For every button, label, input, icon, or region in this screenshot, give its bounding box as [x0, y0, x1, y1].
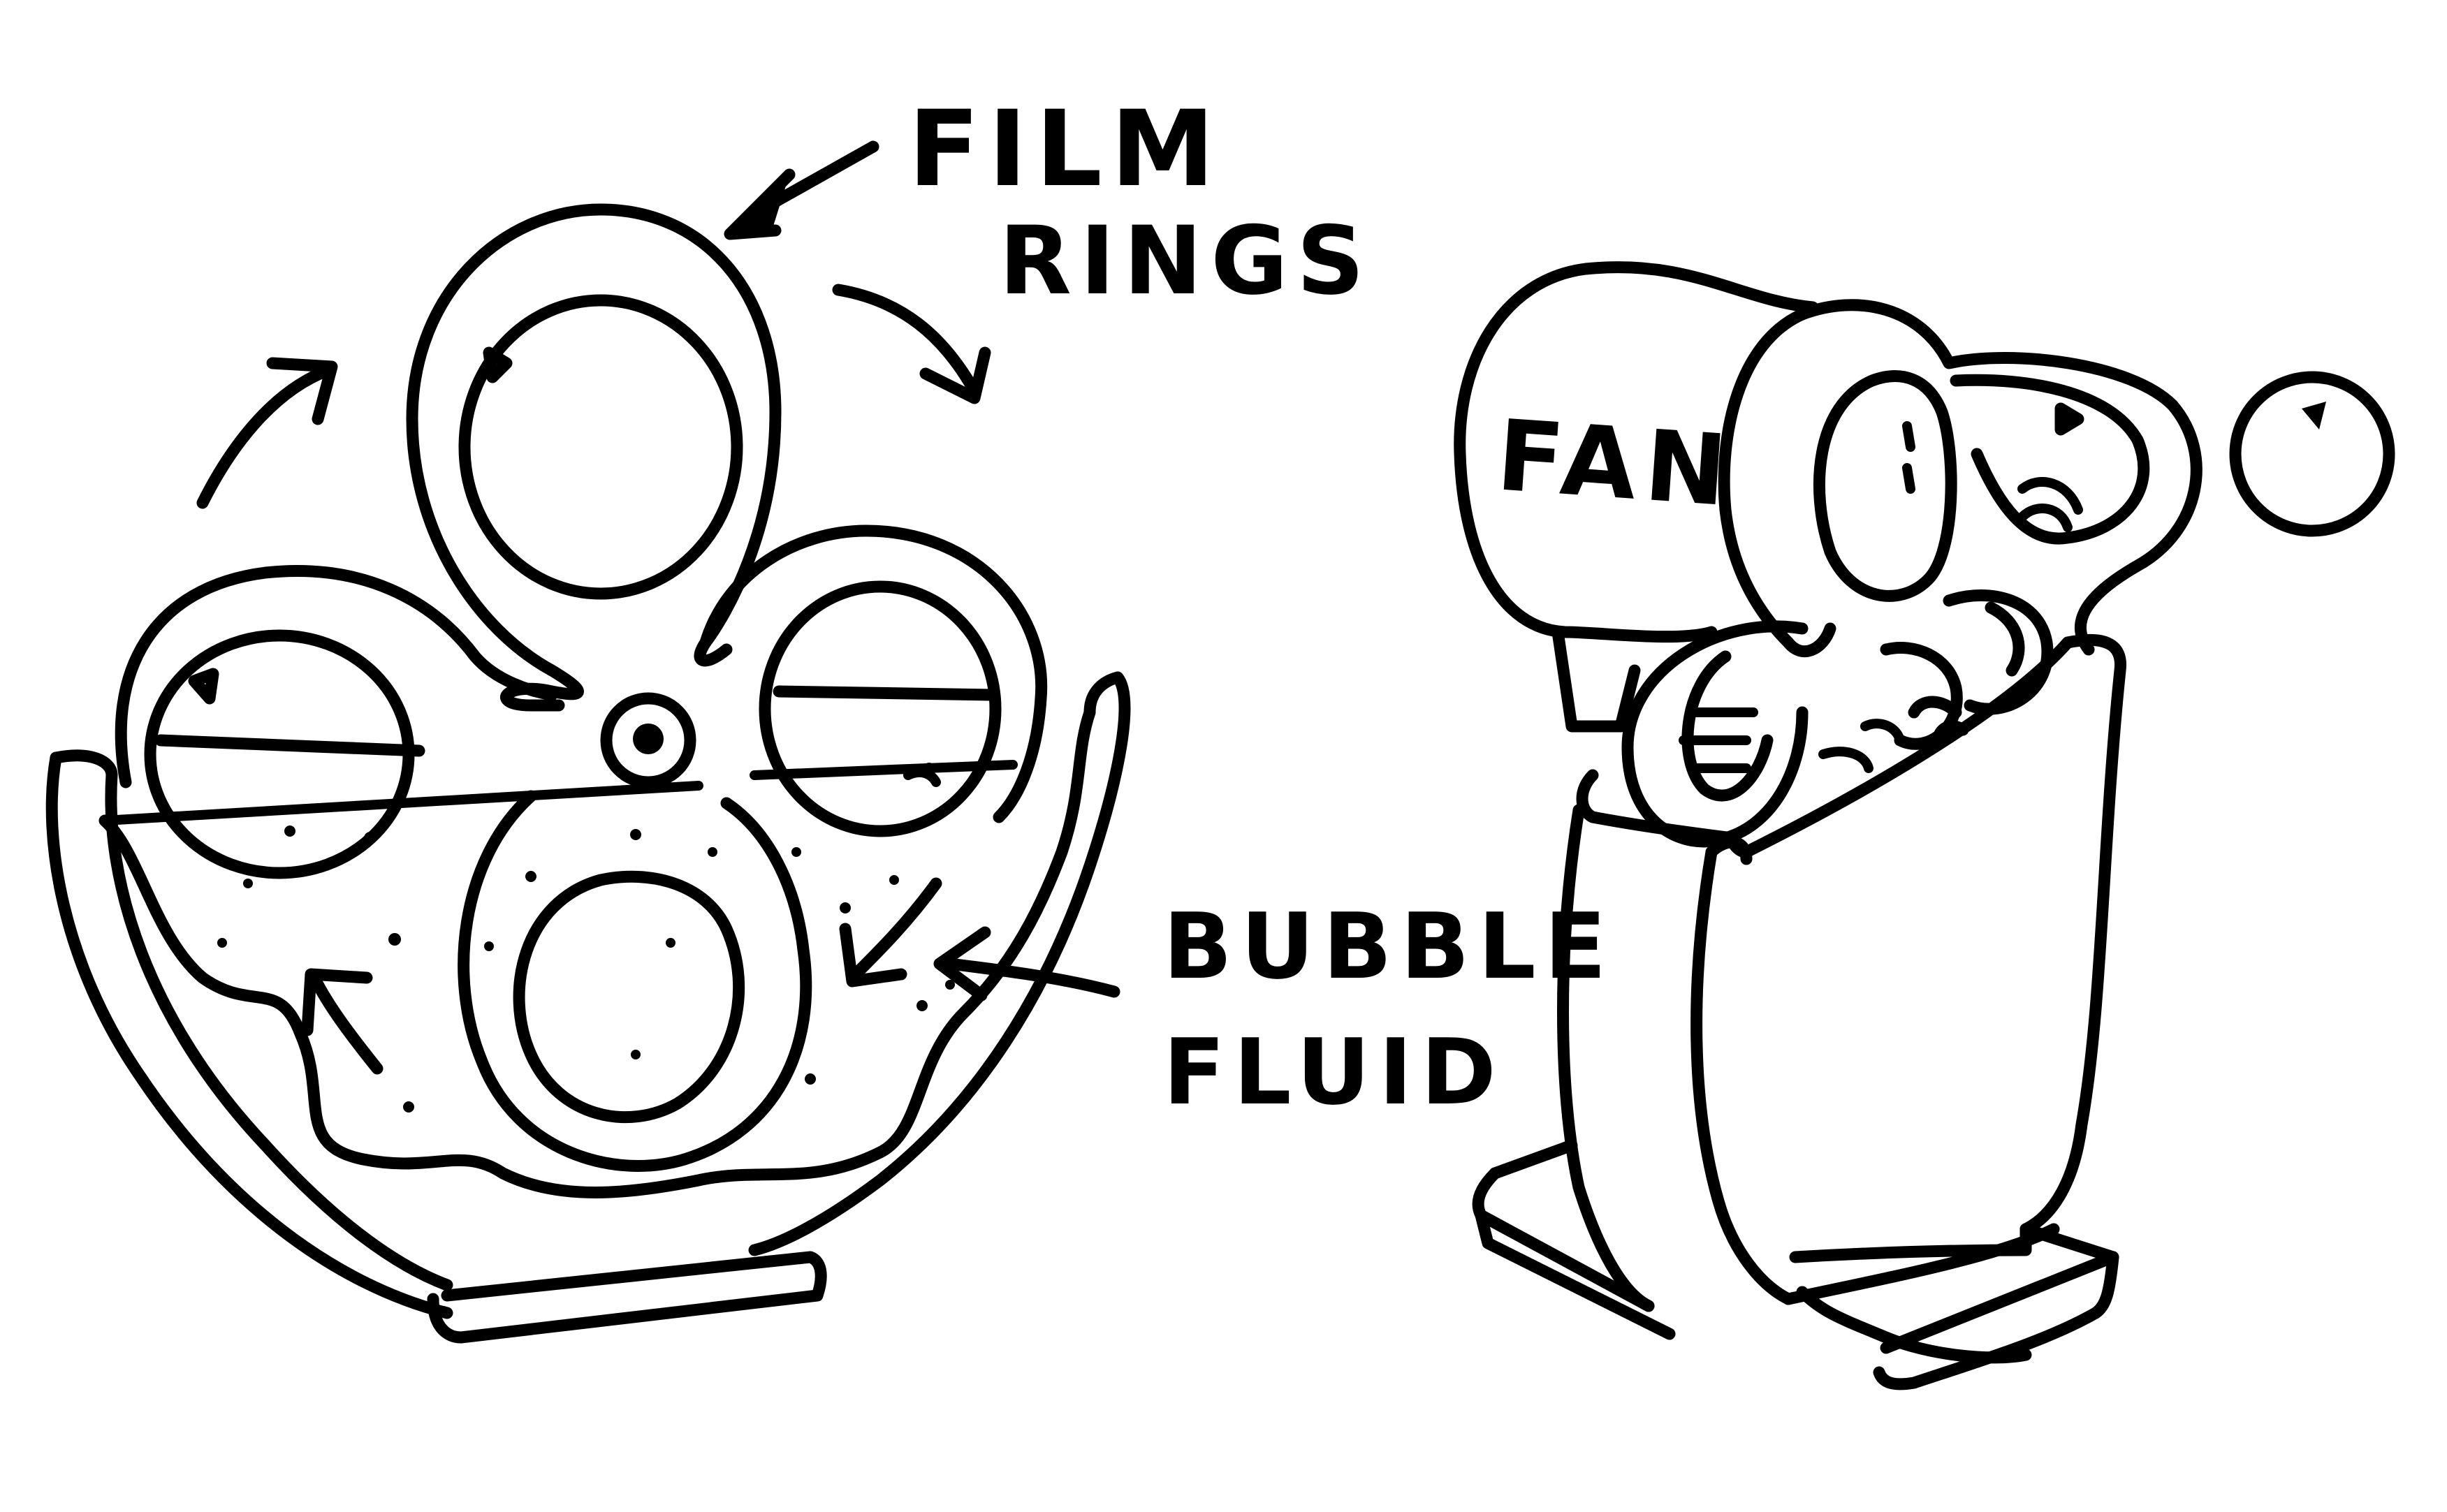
ring-hub — [606, 698, 690, 782]
rotation-arrow-fluid-left — [307, 974, 377, 1069]
fan-machine: FAN — [1460, 267, 2389, 1384]
bubble-fluid-label-line2: FLUID — [1163, 1019, 1505, 1125]
fan-label: FAN — [1493, 399, 1739, 529]
bubble-fluid-arrow — [940, 932, 1114, 995]
film-rings-label-line1: FILM — [908, 89, 1223, 210]
bubble-fluid-label-line1: BUBBLE — [1163, 893, 1614, 999]
bowl-base — [433, 1257, 821, 1337]
film-rings-label-line2: RINGS — [999, 206, 1373, 316]
rotation-arrow-left — [203, 363, 332, 503]
bubble-bowl-assembly — [52, 210, 1125, 1337]
fan-pedestal — [1563, 640, 2121, 1306]
film-ring-top — [412, 210, 775, 705]
rotation-arrow-fluid-right — [845, 883, 936, 981]
fan-rings — [1724, 305, 2196, 768]
bubble — [2235, 377, 2389, 531]
film-rings-arrow — [730, 147, 873, 234]
fan-ring-lower — [1628, 626, 1802, 842]
film-ring-bottom — [464, 796, 806, 1166]
rotation-arrow-right — [838, 290, 985, 398]
film-ring-right — [706, 531, 1042, 831]
